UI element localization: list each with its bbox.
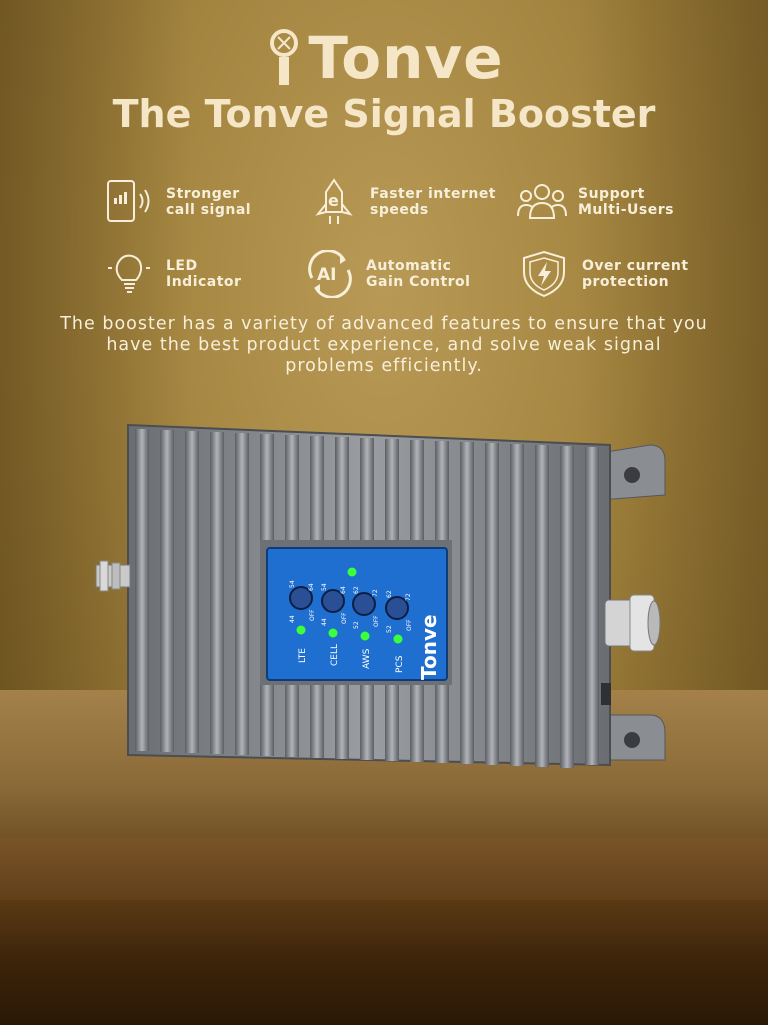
svg-text:AI: AI	[317, 265, 336, 285]
scale-label: OFF	[373, 615, 380, 627]
scale-label: 62	[353, 586, 360, 594]
rocket-internet-icon: e	[315, 178, 353, 224]
shelf-edge	[0, 900, 768, 1025]
feature-led-indicator: LED Indicator	[104, 250, 241, 298]
brand-name: Tonve	[308, 23, 504, 92]
scale-label: 64	[340, 586, 347, 594]
band-label-aws: AWS	[362, 648, 372, 669]
scale-label: 54	[289, 580, 296, 588]
scale-label: 52	[386, 625, 393, 633]
scale-label: OFF	[406, 619, 413, 631]
gain-knobs	[289, 586, 409, 620]
feature-multi-users: Support Multi-Users	[516, 178, 674, 226]
ai-gain-icon: AI	[308, 250, 352, 298]
led-indicators	[296, 567, 403, 644]
sma-connector	[95, 560, 131, 592]
feature-automatic-gain-control: AI Automatic Gain Control	[304, 250, 470, 298]
feature-over-current-protection: Over current protection	[520, 250, 689, 298]
scale-label: 44	[289, 615, 296, 623]
svg-text:e: e	[328, 191, 339, 210]
lightbulb-icon	[108, 254, 150, 293]
device-brand: Tonve	[417, 614, 441, 680]
feature-label: Support Multi-Users	[578, 186, 674, 218]
scale-label: 64	[308, 583, 315, 591]
description: The booster has a variety of advanced fe…	[60, 314, 708, 376]
scale-label: OFF	[341, 612, 348, 624]
scale-label: 44	[321, 618, 328, 626]
feature-label: Automatic Gain Control	[366, 258, 471, 290]
users-icon	[517, 184, 567, 219]
feature-stronger-call-signal: Stronger call signal	[104, 178, 251, 226]
feature-label: Faster internet speeds	[370, 186, 497, 218]
scale-label: 52	[353, 621, 360, 629]
n-type-connector	[604, 594, 661, 652]
scale-label: 54	[321, 583, 328, 591]
shield-lightning-icon	[523, 250, 565, 298]
band-label-cell: CELL	[330, 644, 340, 666]
control-panel	[266, 547, 448, 681]
band-label-pcs: PCS	[395, 655, 405, 673]
feature-label: Over current protection	[582, 258, 689, 290]
band-label-lte: LTE	[298, 648, 308, 663]
signal-booster-device: LTE CELL AWS PCS 44 54 64 OFF 44 54 64 O…	[95, 423, 666, 768]
scale-label: 72	[405, 593, 412, 601]
power-port	[601, 683, 611, 705]
scale-label: OFF	[309, 609, 316, 621]
shelf-front	[0, 838, 768, 908]
feature-faster-internet: e Faster internet speeds	[308, 178, 496, 226]
feature-label: LED Indicator	[166, 258, 242, 290]
scale-label: 72	[372, 589, 379, 597]
feature-label: Stronger call signal	[166, 186, 252, 218]
brand-logo: Tonve	[0, 20, 768, 92]
scale-label: 62	[386, 590, 393, 598]
antenna-logo-icon	[270, 28, 299, 85]
phone-signal-icon	[107, 180, 150, 222]
headline: The Tonve Signal Booster	[112, 92, 656, 136]
